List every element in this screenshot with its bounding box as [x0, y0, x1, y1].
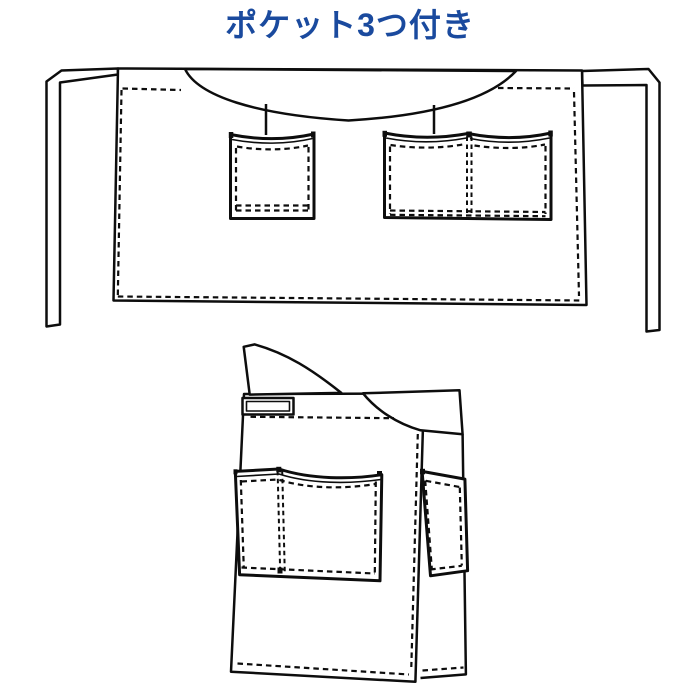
large-pocket — [233, 467, 384, 583]
top-corner-flap — [242, 343, 343, 396]
left-pocket — [229, 132, 316, 220]
title-text: ポケット3つ付き — [225, 7, 475, 43]
right-tie-strap — [580, 67, 661, 333]
wrap-band-end — [361, 389, 464, 436]
apron-folded-illustration — [229, 343, 470, 684]
side-pocket — [420, 469, 470, 578]
left-tie-strap — [45, 67, 120, 328]
waistband-tab — [241, 396, 295, 416]
right-double-pocket — [383, 131, 553, 221]
page-title: ポケット3つ付き — [0, 0, 700, 46]
apron-front-illustration — [45, 67, 661, 333]
